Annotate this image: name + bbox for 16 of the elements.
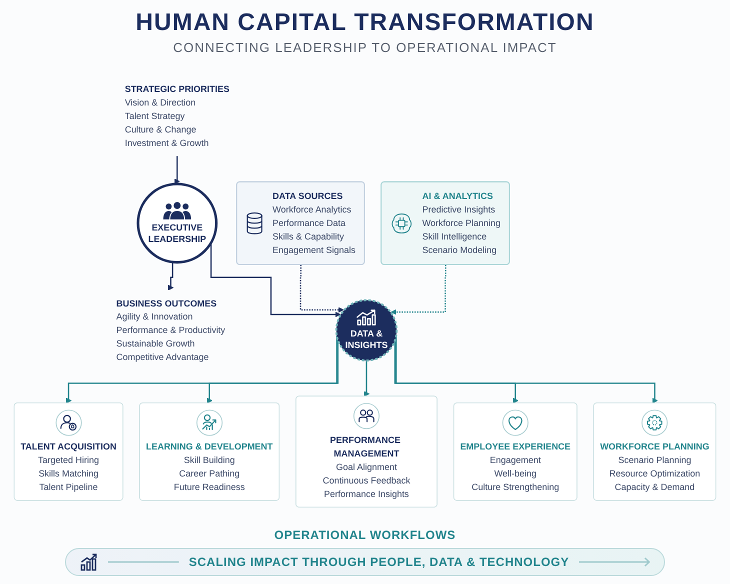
node-text: BUSINESS OUTCOMES Agility & Innovation Performance & Productivity Sustainable Growth Competitive Advantage: [116, 297, 226, 362]
arrow: [396, 335, 658, 403]
arrow: [300, 264, 344, 312]
arrow: [174, 156, 180, 184]
subtitle: CONNECTING LEADERSHIP TO OPERATIONAL IMPACT: [173, 39, 557, 56]
arrow: [364, 360, 370, 396]
arrow: [206, 339, 339, 403]
caption: SCALING IMPACT THROUGH PEOPLE, DATA & TECHNOLOGY: [188, 555, 570, 569]
node-circle: DATA & INSIGHTS: [335, 298, 398, 361]
arrow: [168, 262, 174, 290]
section-label: OPERATIONAL WORKFLOWS: [274, 528, 456, 543]
arrow: [390, 264, 446, 314]
node-text: STRATEGIC PRIORITIES Vision & Direction Talent Strategy Culture & Change Investment & Growth: [124, 83, 230, 148]
title: HUMAN CAPITAL TRANSFORMATION: [136, 8, 594, 38]
node-circle: EXECUTIVE LEADERSHIP: [136, 182, 218, 264]
arrow: [210, 242, 341, 317]
